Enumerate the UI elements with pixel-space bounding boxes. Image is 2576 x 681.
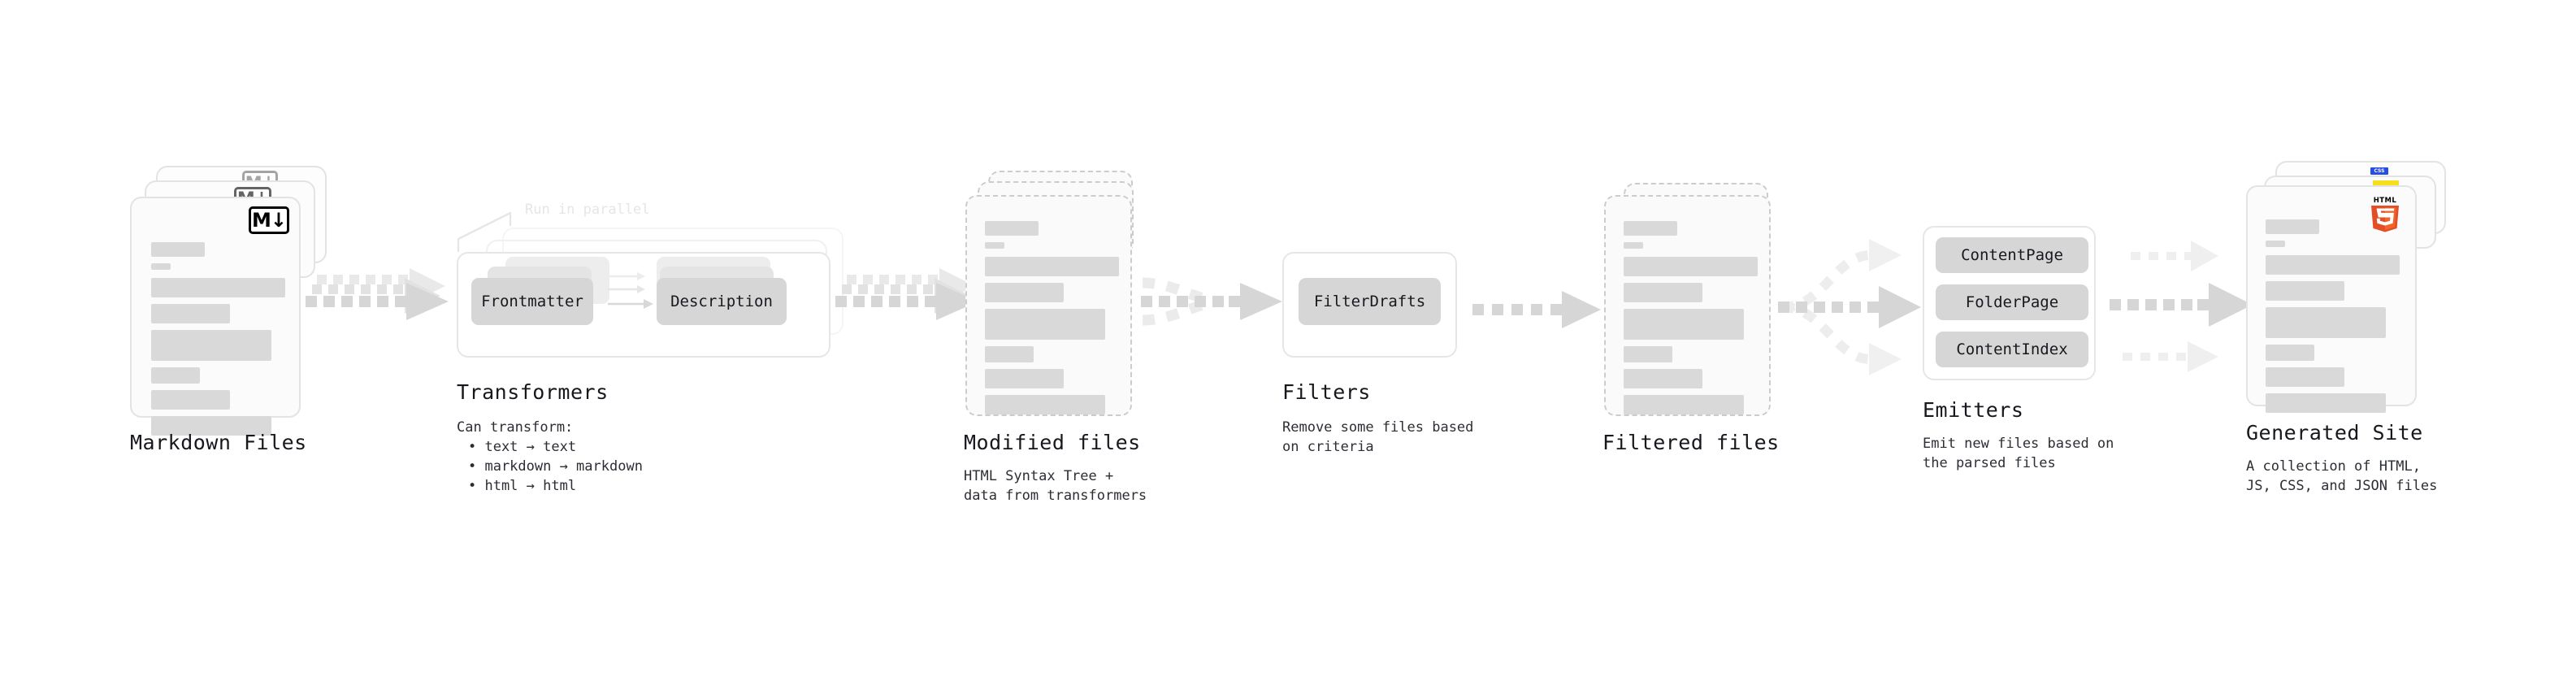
skeleton-line [151, 367, 200, 384]
connector-filters-to-filtered [1472, 291, 1601, 328]
markdown-card-front: M↓ [130, 197, 301, 436]
skeleton-line [2266, 281, 2344, 301]
skeleton-line [2266, 367, 2344, 387]
emitter-chip-contentpage[interactable]: ContentPage [1936, 237, 2088, 273]
skeleton-line [151, 330, 271, 361]
skeleton-line [2266, 393, 2386, 413]
connector-modified-to-filters [1141, 277, 1282, 326]
skeleton-line [1624, 395, 1744, 414]
skeleton-line [2266, 307, 2386, 338]
filter-chip-filterdrafts[interactable]: FilterDrafts [1299, 278, 1441, 325]
skeleton-line [985, 283, 1064, 302]
skeleton-line [985, 242, 1004, 249]
skeleton-line [1624, 221, 1677, 236]
stage-title-generated-site: Generated Site [2246, 421, 2423, 445]
skeleton-line [1624, 346, 1672, 362]
skeleton-line [2266, 345, 2314, 361]
modified-card-front [965, 195, 1132, 416]
skeleton-line [151, 416, 271, 436]
skeleton-line [1624, 242, 1643, 249]
skeleton-line [985, 369, 1064, 388]
skeleton-line [151, 304, 230, 323]
filters-subtitle: Remove some files based on criteria [1282, 419, 1474, 456]
stage-title-transformers: Transformers [457, 380, 609, 404]
skeleton-line [1624, 309, 1744, 340]
skeleton-line [2266, 241, 2285, 247]
transformer-chip-frontmatter[interactable]: Frontmatter [471, 278, 593, 325]
skeleton-line [985, 309, 1105, 340]
svg-text:HTML: HTML [2374, 197, 2397, 205]
skeleton-line [1624, 257, 1758, 276]
connector-md-to-transformers [306, 268, 449, 320]
stage-title-filtered-files: Filtered files [1602, 431, 1780, 454]
site-card-front: HTML [2246, 185, 2417, 413]
skeleton-line [151, 390, 230, 410]
html5-icon: HTML [2371, 197, 2399, 232]
connector-emitters-to-site [2110, 241, 2253, 372]
connector-transformers-to-modified [835, 268, 978, 320]
transformers-bullet-2: • html → html [468, 478, 577, 494]
generated-site-subtitle: A collection of HTML, JS, CSS, and JSON … [2246, 458, 2438, 495]
transformers-bullet-0: • text → text [468, 439, 577, 455]
transformers-subtitle: Can transform: [457, 419, 574, 436]
connector-filtered-to-emitters [1778, 239, 1921, 375]
skeleton-line [2266, 219, 2319, 234]
skeleton-line [1624, 369, 1702, 388]
css-icon: CSS [2370, 167, 2388, 175]
transformer-inner-arrows [608, 272, 653, 309]
skeleton-line [985, 395, 1105, 414]
filtered-card-front [1604, 195, 1771, 416]
stage-title-emitters: Emitters [1923, 398, 2024, 422]
transformers-bullet-1: • markdown → markdown [468, 458, 643, 475]
emitter-chip-contentindex[interactable]: ContentIndex [1936, 332, 2088, 367]
transformer-chip-description[interactable]: Description [657, 278, 787, 325]
skeleton-line [2266, 255, 2400, 275]
stage-title-markdown-files: Markdown Files [130, 431, 307, 454]
skeleton-line [985, 346, 1034, 362]
stage-title-filters: Filters [1282, 380, 1371, 404]
skeleton-line [985, 221, 1039, 236]
run-in-parallel-label: Run in parallel [525, 202, 650, 218]
skeleton-line [151, 263, 171, 270]
modified-files-subtitle: HTML Syntax Tree + data from transformer… [964, 468, 1147, 505]
skeleton-line [1624, 283, 1702, 302]
skeleton-line [985, 257, 1119, 276]
skeleton-line [151, 242, 205, 257]
emitters-subtitle: Emit new files based on the parsed files [1923, 436, 2114, 472]
stage-title-modified-files: Modified files [964, 431, 1141, 454]
run-in-parallel-bracket [457, 211, 512, 252]
skeleton-line [151, 278, 285, 297]
emitter-chip-folderpage[interactable]: FolderPage [1936, 284, 2088, 320]
markdown-icon: M↓ [249, 206, 289, 234]
